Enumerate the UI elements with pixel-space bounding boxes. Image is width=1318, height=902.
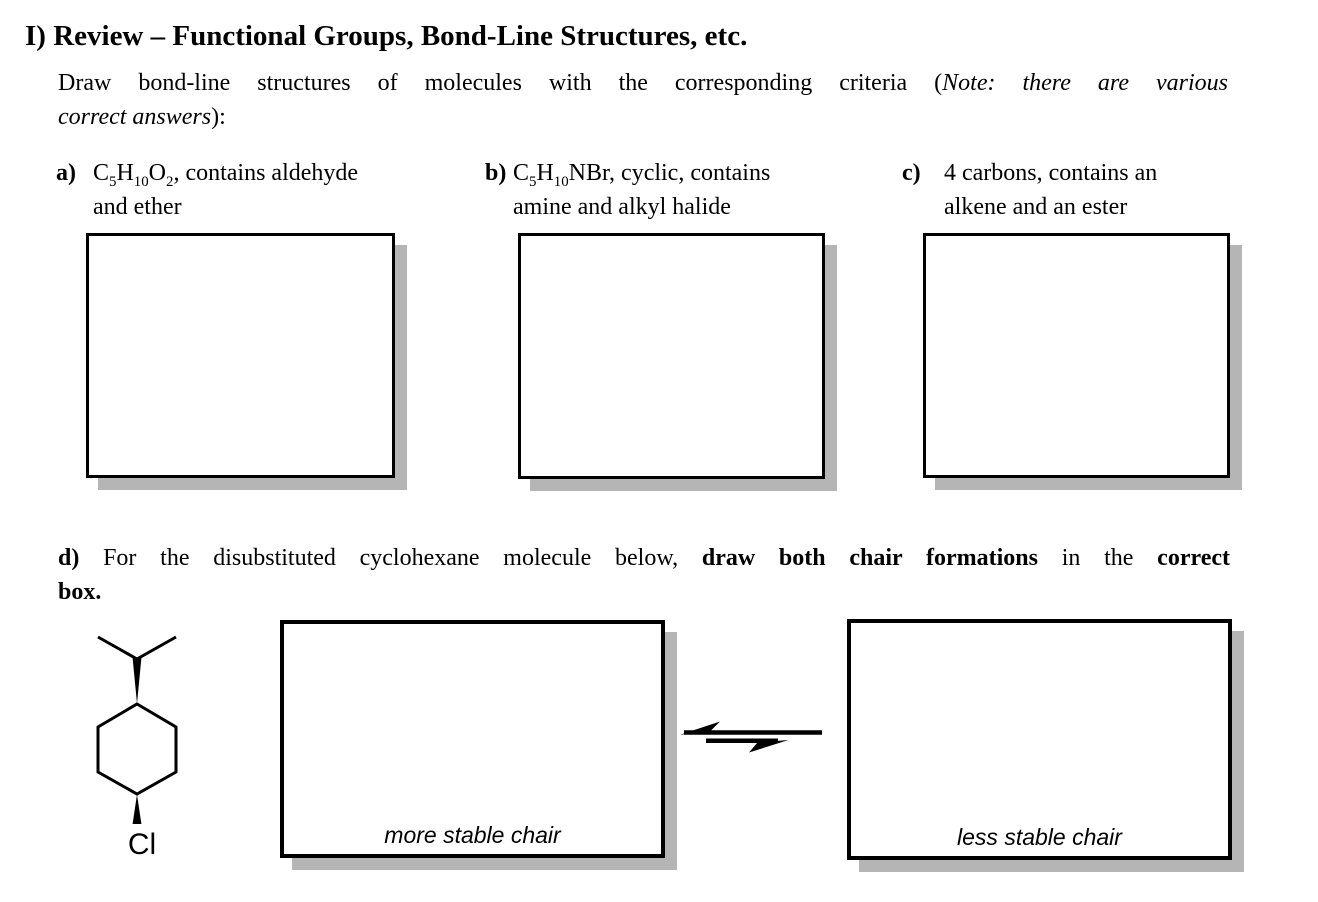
problem-c-line-1: 4 carbons, contains an bbox=[944, 160, 1158, 186]
problem-b-label: b) bbox=[485, 160, 507, 186]
problem-b-line-2: amine and alkyl halide bbox=[513, 194, 731, 220]
more-stable-chair-caption: more stable chair bbox=[384, 822, 561, 848]
equilibrium-arrows bbox=[680, 721, 822, 753]
intro-line-1: Draw bond-line structures of molecules w… bbox=[58, 70, 1229, 96]
less-stable-chair-box: less stable chair bbox=[847, 619, 1232, 860]
chlorine-label: Cl bbox=[128, 828, 156, 861]
problem-a-line-2: and ether bbox=[93, 194, 182, 220]
less-stable-chair-caption: less stable chair bbox=[957, 824, 1122, 850]
problem-c-line-2: alkene and an ester bbox=[944, 194, 1128, 220]
cyclohexane-structure: Cl bbox=[96, 635, 178, 861]
problem-a-line-1: C5H10O2, contains aldehyde bbox=[93, 160, 359, 190]
more-stable-chair-box: more stable chair bbox=[280, 620, 665, 858]
part-d-paragraph: d) For the disubstituted cyclohexane mol… bbox=[58, 541, 1230, 609]
answer-box-c bbox=[923, 233, 1230, 478]
page-title: I) Review – Functional Groups, Bond-Line… bbox=[25, 20, 748, 52]
problem-b-text: C5H10NBr, cyclic, contains amine and alk… bbox=[513, 156, 770, 224]
reverse-harpoon-head bbox=[680, 721, 720, 735]
part-d-line-1: d) For the disubstituted cyclohexane mol… bbox=[58, 545, 1230, 571]
methyl-bond-right bbox=[136, 635, 177, 661]
part-d-line-2: box. bbox=[58, 579, 102, 605]
answer-box-b bbox=[518, 233, 825, 479]
intro-paragraph: Draw bond-line structures of molecules w… bbox=[58, 66, 1228, 134]
problem-b-line-1: C5H10NBr, cyclic, contains bbox=[513, 160, 771, 190]
problem-a-text: C5H10O2, contains aldehyde and ether bbox=[93, 156, 358, 224]
intro-line-2: correct answers): bbox=[58, 104, 226, 130]
forward-harpoon-head bbox=[749, 740, 789, 753]
problem-c-label: c) bbox=[902, 160, 921, 186]
methyl-bond-left bbox=[97, 635, 138, 661]
wedge-bond-isopropyl bbox=[132, 658, 142, 704]
wedge-bond-chlorine bbox=[132, 794, 142, 824]
problem-c-text: 4 carbons, contains an alkene and an est… bbox=[944, 156, 1157, 224]
problem-a-label: a) bbox=[56, 160, 76, 186]
cyclohexane-ring bbox=[96, 702, 178, 796]
answer-box-a bbox=[86, 233, 395, 478]
